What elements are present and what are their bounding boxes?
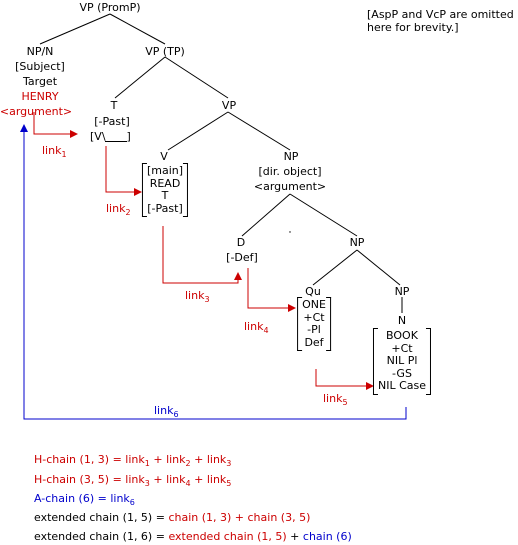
t-feature-open: [V\ <box>90 130 106 143</box>
node-d: D <box>236 236 246 249</box>
qu-feature: -Pl <box>307 323 321 336</box>
link5-arrow <box>315 369 368 387</box>
n-feature: NIL Pl <box>386 354 418 367</box>
node-subject-label: [Subject] <box>15 60 65 73</box>
n-feature-bundle: BOOK +Ct NIL Pl -GS NIL Case <box>372 328 432 395</box>
n-feature: -GS <box>392 366 412 380</box>
n-feature: BOOK <box>386 329 418 342</box>
qu-feature: +Ct <box>303 310 325 324</box>
v-bracket-right <box>183 163 189 217</box>
node-target-label: Target <box>22 75 58 88</box>
v-feature: [main] <box>146 164 184 177</box>
node-np-object: NP <box>283 150 299 163</box>
t-feature-blank <box>104 131 127 142</box>
v-feature: T <box>161 189 169 202</box>
v-feature-bundle: [main] READ T [-Past] <box>141 163 189 217</box>
branch-np-d <box>241 193 291 237</box>
equation-a-chain-6: A-chain (6) = link6 <box>34 492 135 507</box>
qu-bracket-left <box>297 297 303 351</box>
link1-arrowhead <box>70 130 78 138</box>
qu-bracket-right <box>325 297 331 351</box>
link4-arrowhead <box>288 304 296 312</box>
node-n: N <box>397 314 407 327</box>
link4-arrow <box>247 268 290 309</box>
node-v: V <box>160 150 168 163</box>
link4-label: link4 <box>244 320 269 335</box>
node-vp: VP <box>221 99 237 112</box>
link2-arrow <box>105 146 136 193</box>
link3-arrow <box>162 226 239 284</box>
link5-label: link5 <box>323 392 348 407</box>
stray-dot <box>289 231 291 233</box>
h-chain-arrowheads <box>70 130 374 390</box>
node-root: VP (PromP) <box>79 1 141 14</box>
node-t-feature: [V\] <box>90 131 131 143</box>
note-line-2: here for brevity.] <box>367 21 459 34</box>
node-henry: HENRY <box>21 90 59 103</box>
link5-arrowhead <box>366 382 374 390</box>
n-bracket-right <box>426 328 432 395</box>
note-line-1: [AspP and VcP are omitted <box>367 8 514 21</box>
t-feature-close: ] <box>126 130 131 143</box>
link2-label: link2 <box>106 202 131 217</box>
n-bracket-left <box>372 328 378 395</box>
branch-root-npn <box>39 13 111 45</box>
equation-extended-chain-1-5: extended chain (1, 5) = chain (1, 3) + c… <box>34 511 311 524</box>
node-t-past: [-Past] <box>94 115 130 128</box>
node-d-def: [-Def] <box>226 251 258 264</box>
link6-label: link6 <box>154 404 179 419</box>
node-vp-tp: VP (TP) <box>145 45 185 58</box>
equation-extended-chain-1-6: extended chain (1, 6) = extended chain (… <box>34 530 352 543</box>
tree-branches <box>39 13 403 313</box>
link3-arrowhead <box>234 272 242 280</box>
equation-h-chain-3-5: H-chain (3, 5) = link3 + link4 + link5 <box>34 473 232 488</box>
branch-vptp-t <box>114 56 166 99</box>
node-np2: NP <box>349 236 365 249</box>
node-object-argument: <argument> <box>253 180 327 193</box>
branch-vptp-vp <box>164 56 229 99</box>
v-feature: [-Past] <box>147 201 183 215</box>
equation-h-chain-1-3: H-chain (1, 3) = link1 + link2 + link3 <box>34 453 232 468</box>
link6-arrowhead <box>20 124 28 132</box>
node-henry-argument: <argument> <box>0 105 73 118</box>
n-feature: +Ct <box>391 341 413 355</box>
branch-root-vptp <box>109 13 166 45</box>
link1-arrow <box>33 112 72 135</box>
n-feature: NIL Case <box>377 379 427 392</box>
v-feature: READ <box>149 176 181 190</box>
branch-vp-v <box>167 111 229 151</box>
qu-feature: Def <box>304 335 324 349</box>
node-np-n: NP/N <box>26 45 54 58</box>
node-dir-object-label: [dir. object] <box>258 165 322 178</box>
node-np3: NP <box>394 285 410 298</box>
link3-label: link3 <box>185 289 210 304</box>
omission-note: [AspP and VcP are omitted here for brevi… <box>367 8 514 34</box>
branch-vp-np <box>227 111 291 151</box>
node-qu: Qu <box>305 285 321 298</box>
branch-np-np2 <box>289 193 358 237</box>
node-t: T <box>110 99 118 112</box>
link1-label: link1 <box>42 144 67 159</box>
link2-arrowhead <box>134 188 142 196</box>
branch-np2-qu <box>312 249 358 286</box>
qu-feature: ONE <box>302 298 326 311</box>
link6-arrow <box>23 132 407 420</box>
h-chain-arrows <box>33 112 368 387</box>
qu-feature-bundle: ONE +Ct -Pl Def <box>297 297 331 351</box>
branch-np2-np3 <box>356 249 401 286</box>
v-bracket-left <box>141 163 147 217</box>
